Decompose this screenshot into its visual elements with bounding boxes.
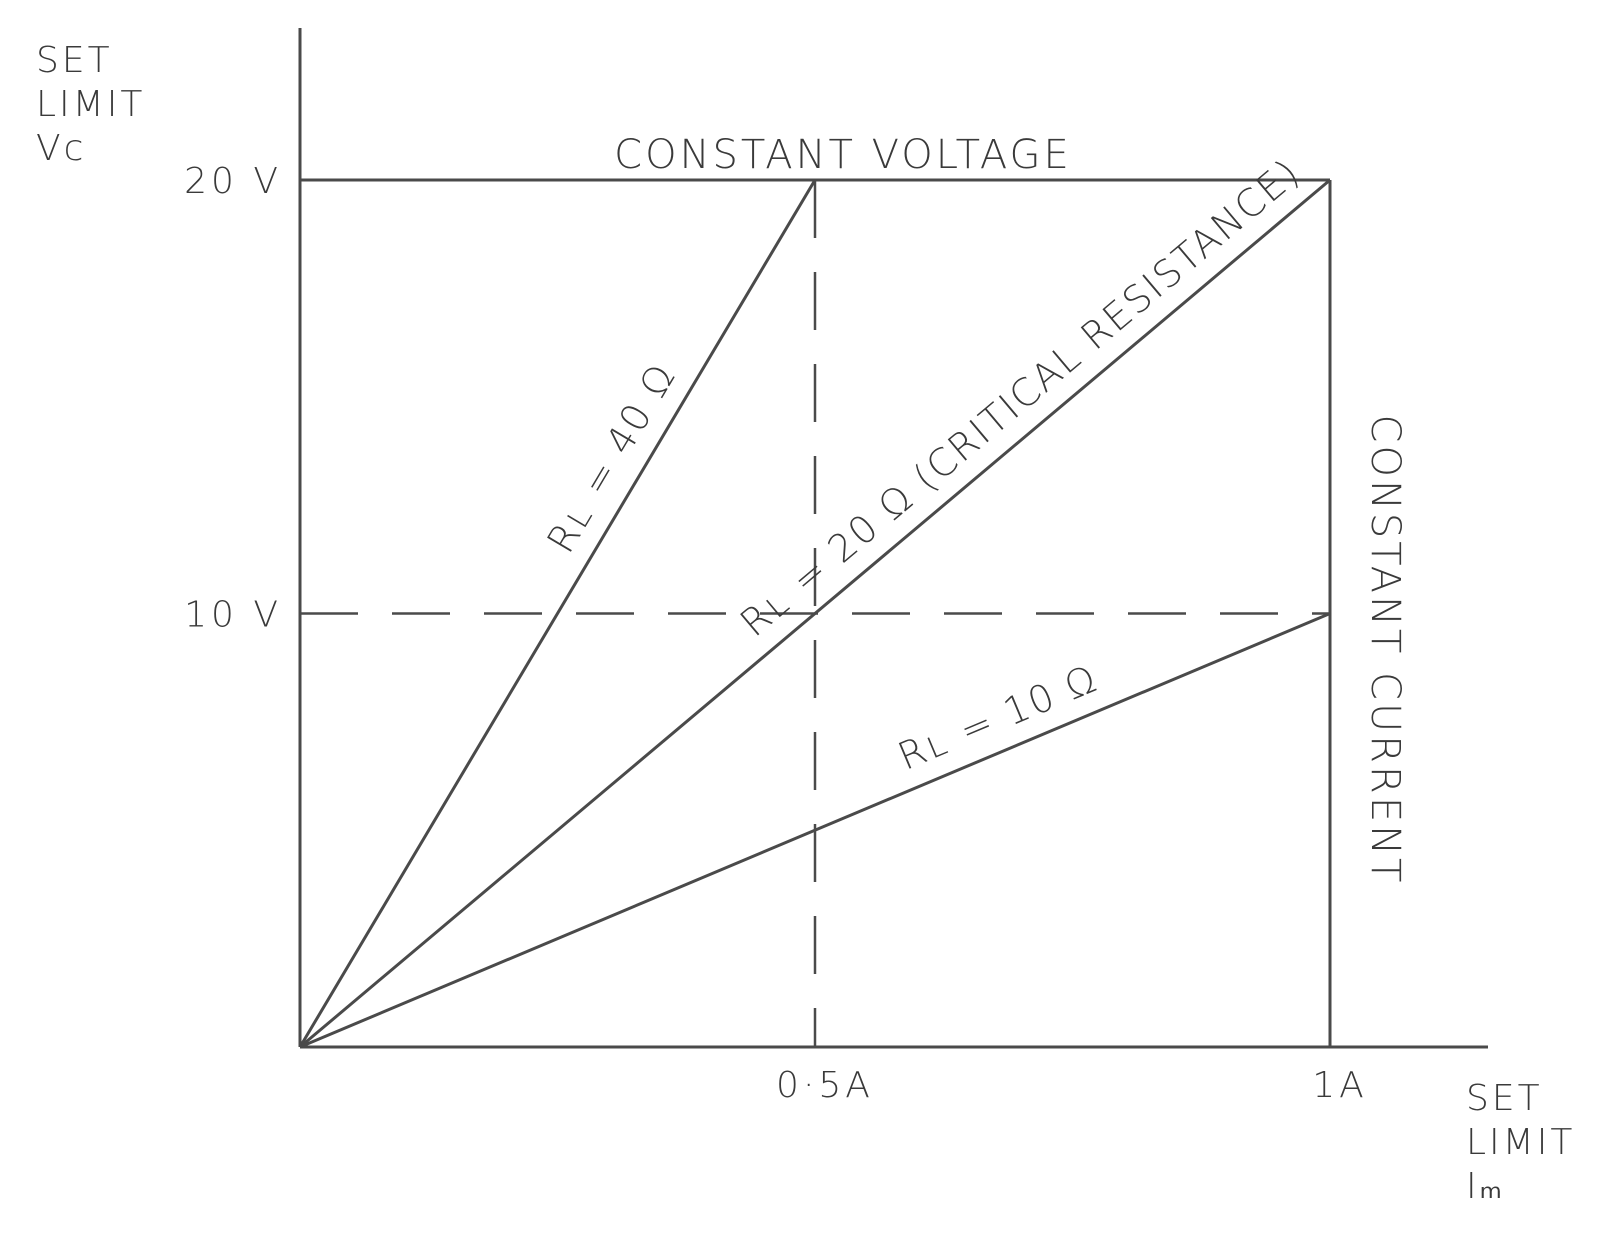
y-axis-title: SET LIMIT Vc xyxy=(36,40,160,169)
series-label-20-ohm: Rʟ = 20 Ω (CRITICAL RESISTANCE) xyxy=(732,150,1309,646)
y-axis-title-line-3: Vc xyxy=(36,128,86,169)
series-label-10-ohm: Rʟ = 10 Ω xyxy=(892,656,1105,779)
y-tick-label-10v: 10 V xyxy=(184,595,282,636)
constant-current-label: CONSTANT CURRENT xyxy=(1362,415,1408,886)
series-label-40-ohm: Rʟ = 40 Ω xyxy=(538,356,684,561)
x-axis-title-line-3: Iₘ xyxy=(1466,1166,1505,1207)
y-axis-title-line-2: LIMIT xyxy=(36,84,145,125)
x-axis-title: SET LIMIT Iₘ xyxy=(1466,1078,1590,1207)
y-tick-label-20v: 20 V xyxy=(184,161,282,202)
x-tick-label-one-amp: 1A xyxy=(1312,1065,1368,1106)
x-axis-title-line-1: SET xyxy=(1466,1078,1543,1119)
x-axis-title-line-2: LIMIT xyxy=(1466,1122,1575,1163)
constant-voltage-label: CONSTANT VOLTAGE xyxy=(614,132,1072,178)
series-line-10-ohm xyxy=(299,612,1331,1049)
x-tick-label-half-amp: 0·5A xyxy=(776,1065,874,1106)
y-axis-title-line-1: SET xyxy=(36,40,113,81)
series-line-20-ohm xyxy=(299,178,1331,1049)
series-line-40-ohm xyxy=(298,179,817,1048)
